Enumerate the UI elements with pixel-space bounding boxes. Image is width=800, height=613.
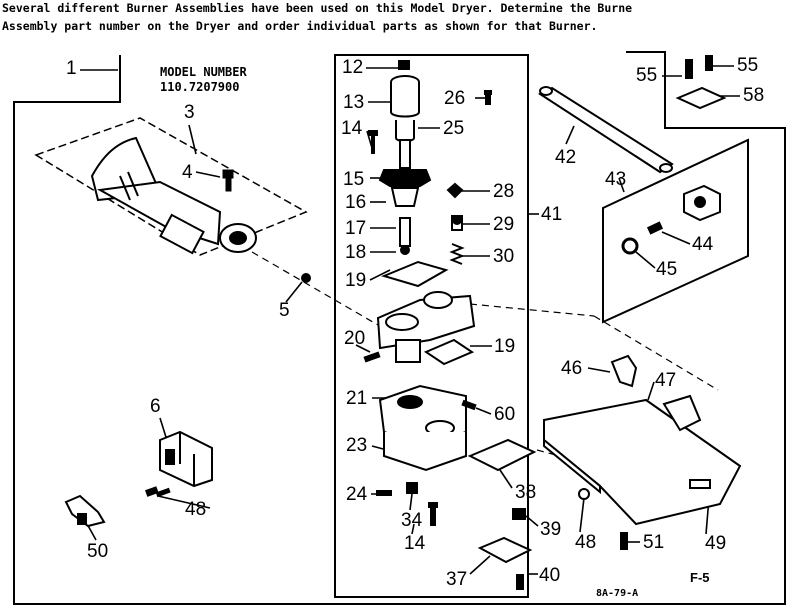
part-label-p60: 60 bbox=[494, 404, 515, 425]
part-label-p34: 34 bbox=[401, 510, 423, 531]
small-parts-28-30 bbox=[446, 182, 465, 265]
model-number: 110.7207900 bbox=[160, 80, 239, 94]
part-label-p3: 3 bbox=[184, 102, 195, 123]
part-label-p55b: 55 bbox=[737, 55, 758, 76]
diagram-code: 8A-79-A bbox=[596, 588, 638, 599]
screw-20-icon bbox=[363, 351, 381, 363]
part-label-p5: 5 bbox=[279, 300, 290, 321]
part-label-p14b: 14 bbox=[404, 533, 426, 554]
header-line-1: Several different Burner Assemblies have… bbox=[2, 1, 632, 15]
screw-4-icon bbox=[222, 169, 234, 192]
screw-60-icon bbox=[461, 399, 477, 411]
part-label-p28: 28 bbox=[493, 181, 514, 202]
burner-tube bbox=[90, 136, 257, 255]
leader-lines bbox=[80, 65, 740, 575]
screw-26-icon bbox=[484, 90, 492, 105]
part-label-p49: 49 bbox=[705, 533, 726, 554]
bracket-38 bbox=[467, 438, 537, 472]
part-label-p12: 12 bbox=[342, 57, 363, 78]
part-label-p18: 18 bbox=[345, 242, 366, 263]
bracket-58 bbox=[675, 55, 727, 110]
screw-40-icon bbox=[516, 574, 524, 590]
solenoid-coil bbox=[390, 75, 420, 169]
clip-50-icon bbox=[64, 494, 106, 528]
part-label-p4: 4 bbox=[182, 162, 193, 183]
part-label-p40: 40 bbox=[539, 565, 560, 586]
part-label-p14a: 14 bbox=[341, 118, 363, 139]
igniter-box bbox=[602, 138, 749, 324]
part-label-p30: 30 bbox=[493, 246, 514, 267]
burner-bracket-49 bbox=[543, 394, 742, 526]
screw-51-icon bbox=[620, 532, 628, 550]
part-label-p58: 58 bbox=[743, 85, 764, 106]
part-label-p21: 21 bbox=[346, 388, 367, 409]
part-label-p1: 1 bbox=[66, 58, 77, 79]
tube-42 bbox=[537, 86, 674, 174]
part-label-p25: 25 bbox=[443, 118, 464, 139]
part-label-p38: 38 bbox=[515, 482, 536, 503]
part-label-p48b: 48 bbox=[575, 532, 596, 553]
plate-37 bbox=[477, 536, 533, 564]
part-label-p44: 44 bbox=[692, 234, 714, 255]
burner-box bbox=[34, 117, 308, 256]
figure-id: F-5 bbox=[690, 570, 710, 585]
part-label-p16: 16 bbox=[345, 192, 366, 213]
part-label-p29: 29 bbox=[493, 214, 514, 235]
part-label-p48a: 48 bbox=[185, 499, 206, 520]
cap-12-icon bbox=[398, 60, 410, 70]
part-label-p43: 43 bbox=[605, 169, 626, 190]
part-label-p24: 24 bbox=[346, 484, 368, 505]
part-label-p19a: 19 bbox=[345, 270, 366, 291]
ball-5-icon bbox=[301, 273, 311, 283]
lower-body bbox=[378, 384, 467, 472]
part-label-p6: 6 bbox=[150, 396, 161, 417]
valve-stem bbox=[378, 169, 432, 255]
part-label-p46: 46 bbox=[561, 358, 582, 379]
screws-bottom bbox=[376, 482, 438, 526]
part-label-p47: 47 bbox=[655, 370, 676, 391]
part-label-p55a: 55 bbox=[636, 65, 657, 86]
part-label-p39: 39 bbox=[540, 519, 561, 540]
gasket-19-top bbox=[380, 260, 449, 288]
model-label: MODEL NUMBER bbox=[160, 65, 247, 79]
gasket-19-right bbox=[423, 338, 475, 366]
clip-46-icon bbox=[610, 354, 638, 388]
screw-14-top-icon bbox=[368, 130, 378, 154]
outer-frame bbox=[13, 51, 786, 605]
part-label-p15: 15 bbox=[343, 169, 364, 190]
part-label-p41: 41 bbox=[541, 204, 562, 225]
screw-44-icon bbox=[646, 221, 664, 235]
washer-45-icon bbox=[621, 237, 639, 255]
screw-48-left-icon bbox=[144, 486, 171, 498]
part-label-p23: 23 bbox=[346, 435, 367, 456]
header-line-2: Assembly part number on the Dryer and or… bbox=[2, 19, 597, 33]
part-label-p26: 26 bbox=[444, 88, 465, 109]
valve-body bbox=[376, 291, 476, 363]
washer-48-right-icon bbox=[578, 488, 590, 500]
valve-assembly-box bbox=[334, 54, 529, 598]
part-label-p20: 20 bbox=[344, 328, 365, 349]
clip-39-icon bbox=[512, 508, 526, 520]
part-label-p42: 42 bbox=[555, 147, 576, 168]
part-label-p17: 17 bbox=[345, 218, 366, 239]
bracket-6-icon bbox=[159, 430, 213, 488]
part-label-p50: 50 bbox=[87, 541, 108, 562]
part-label-p51: 51 bbox=[643, 532, 664, 553]
part-label-p19b: 19 bbox=[494, 336, 515, 357]
part-label-p45: 45 bbox=[656, 259, 677, 280]
part-label-p13: 13 bbox=[343, 92, 364, 113]
igniter-43 bbox=[683, 184, 721, 222]
part-label-p37: 37 bbox=[446, 569, 467, 590]
